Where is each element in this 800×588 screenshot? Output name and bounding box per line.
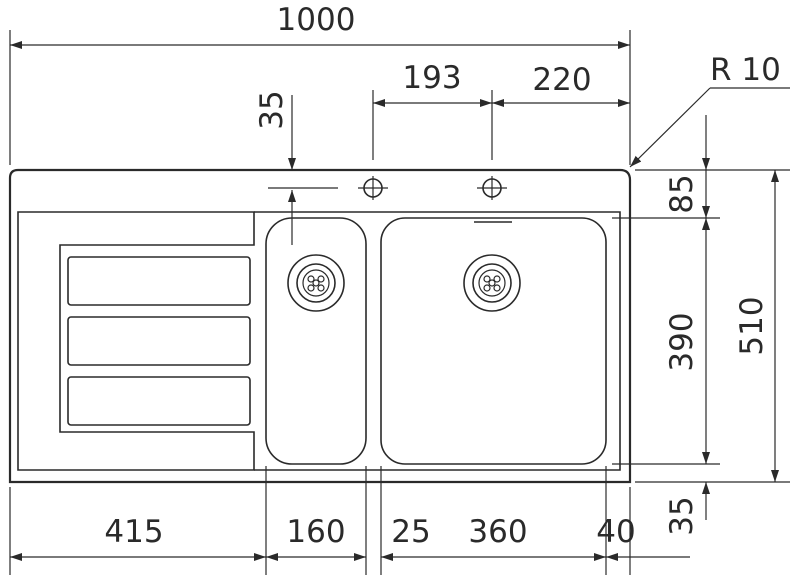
dim-tap-spacing: 193 xyxy=(402,60,461,96)
radius-leader xyxy=(629,87,711,168)
sink-outer-outline xyxy=(8,168,632,484)
bowl-frame xyxy=(254,211,621,471)
drain-hole xyxy=(307,284,315,292)
drain-ring xyxy=(478,269,506,297)
drain-ring xyxy=(472,263,512,303)
drain-hole xyxy=(317,275,325,283)
tap-holes xyxy=(268,176,507,200)
dim-tap-right: 220 xyxy=(532,62,591,98)
dim-tap-top-offset: 35 xyxy=(254,90,290,129)
drainer-groove xyxy=(67,256,251,306)
radius-label: R 10 xyxy=(710,52,781,88)
drain-hole xyxy=(307,275,315,283)
drain-ring xyxy=(302,269,330,297)
small-bowl-drain-icon xyxy=(287,254,345,312)
dimension-lines xyxy=(9,30,790,575)
large-bowl xyxy=(380,217,607,465)
dim-drainer-width: 415 xyxy=(104,514,163,550)
dim-bowl-gap: 25 xyxy=(391,514,430,550)
dim-large-bowl-width: 360 xyxy=(468,514,527,550)
drain-ring xyxy=(296,263,336,303)
drain-hole xyxy=(493,284,501,292)
dim-bowl-depth: 390 xyxy=(664,312,700,371)
sink-body xyxy=(8,168,632,484)
drainer-groove xyxy=(67,376,251,426)
dim-right-margin: 40 xyxy=(596,514,635,550)
drainer-grooves xyxy=(67,256,251,426)
small-bowl xyxy=(265,217,367,465)
dim-total-depth: 510 xyxy=(734,296,770,355)
dim-top-to-bowl: 85 xyxy=(664,174,700,213)
dim-bottom-margin: 35 xyxy=(664,496,700,535)
dim-total-width: 1000 xyxy=(277,2,356,38)
small-bowl-outline xyxy=(265,217,367,465)
drain-hole xyxy=(312,279,320,287)
drain-hole xyxy=(483,275,491,283)
drain-hole xyxy=(488,279,496,287)
dim-small-bowl-width: 160 xyxy=(286,514,345,550)
drainer-rim xyxy=(17,211,255,471)
large-bowl-outline xyxy=(380,217,607,465)
dimension-labels: 1000 193 220 R 10 35 85 390 510 35 415 1… xyxy=(104,2,780,550)
drain-hole xyxy=(317,284,325,292)
drain-hole xyxy=(493,275,501,283)
drainer-groove xyxy=(67,316,251,366)
drain-hole xyxy=(483,284,491,292)
large-bowl-drain-icon xyxy=(463,254,521,312)
